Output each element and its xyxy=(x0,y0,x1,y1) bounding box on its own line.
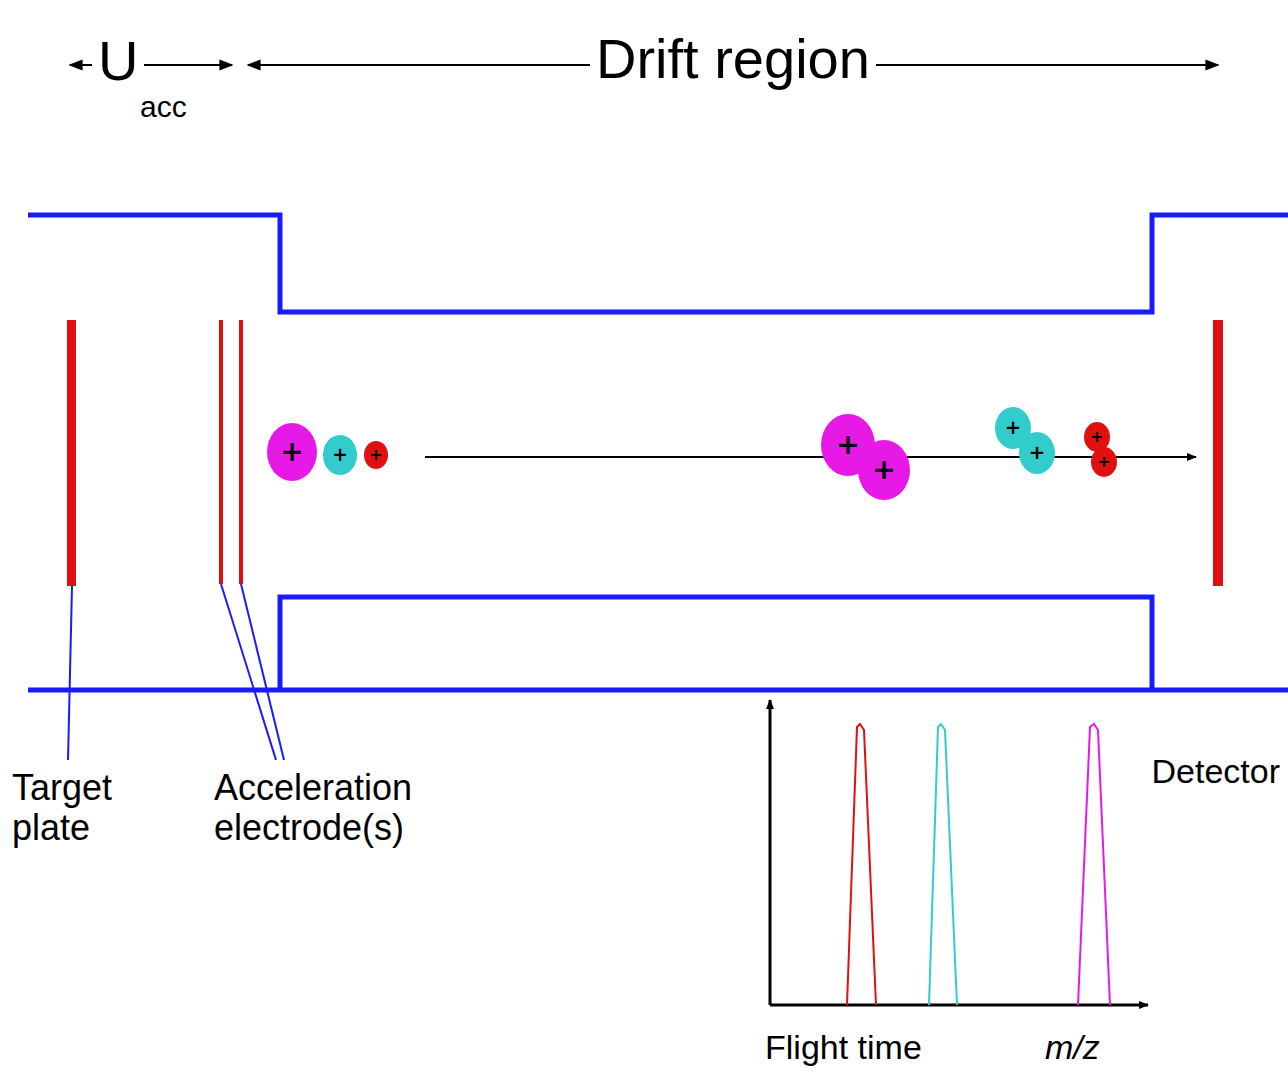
ion-fill xyxy=(267,423,317,481)
target-plate xyxy=(67,320,76,586)
axis-label: m/z xyxy=(1045,1028,1100,1066)
ion-fill xyxy=(1091,447,1117,477)
x-axis xyxy=(770,1004,1148,1007)
leader-line xyxy=(68,586,72,760)
axis-label: Flight time xyxy=(765,1028,922,1066)
charge-sign: + xyxy=(364,441,388,469)
voltage-symbol: U xyxy=(92,30,144,93)
part-label: Target plate xyxy=(12,768,142,849)
vacuum-housing xyxy=(28,215,1288,690)
acceleration-electrode xyxy=(239,320,243,584)
part-label: Acceleration electrode(s) xyxy=(214,768,429,849)
charge-sign: + xyxy=(1019,432,1055,474)
ion-circle: + xyxy=(267,423,317,481)
ion-fill xyxy=(1019,432,1055,474)
detector-plate xyxy=(1213,320,1223,586)
leader-line xyxy=(221,584,276,760)
voltage-subscript: acc xyxy=(140,90,187,124)
y-axis xyxy=(769,700,772,1005)
spectrum-peak xyxy=(847,724,876,1005)
spectrum-peak xyxy=(929,724,957,1005)
ion-circle: + xyxy=(364,441,388,469)
ion-circle: + xyxy=(323,435,357,475)
charge-sign: + xyxy=(858,440,910,500)
leader-line xyxy=(241,584,284,760)
ion-fill xyxy=(858,440,910,500)
ion-fill xyxy=(323,435,357,475)
spectrum-peak xyxy=(1078,724,1110,1005)
acceleration-electrode xyxy=(219,320,223,584)
ion-circle: + xyxy=(858,440,910,500)
charge-sign: + xyxy=(267,423,317,481)
ion-circle: + xyxy=(1091,447,1117,477)
charge-sign: + xyxy=(1091,447,1117,477)
region-label: Drift region xyxy=(590,28,876,91)
ion-fill xyxy=(364,441,388,469)
flight-path-arrow xyxy=(425,456,1196,458)
charge-sign: + xyxy=(323,435,357,475)
ion-circle: + xyxy=(1019,432,1055,474)
part-label: Detector xyxy=(1152,752,1281,790)
